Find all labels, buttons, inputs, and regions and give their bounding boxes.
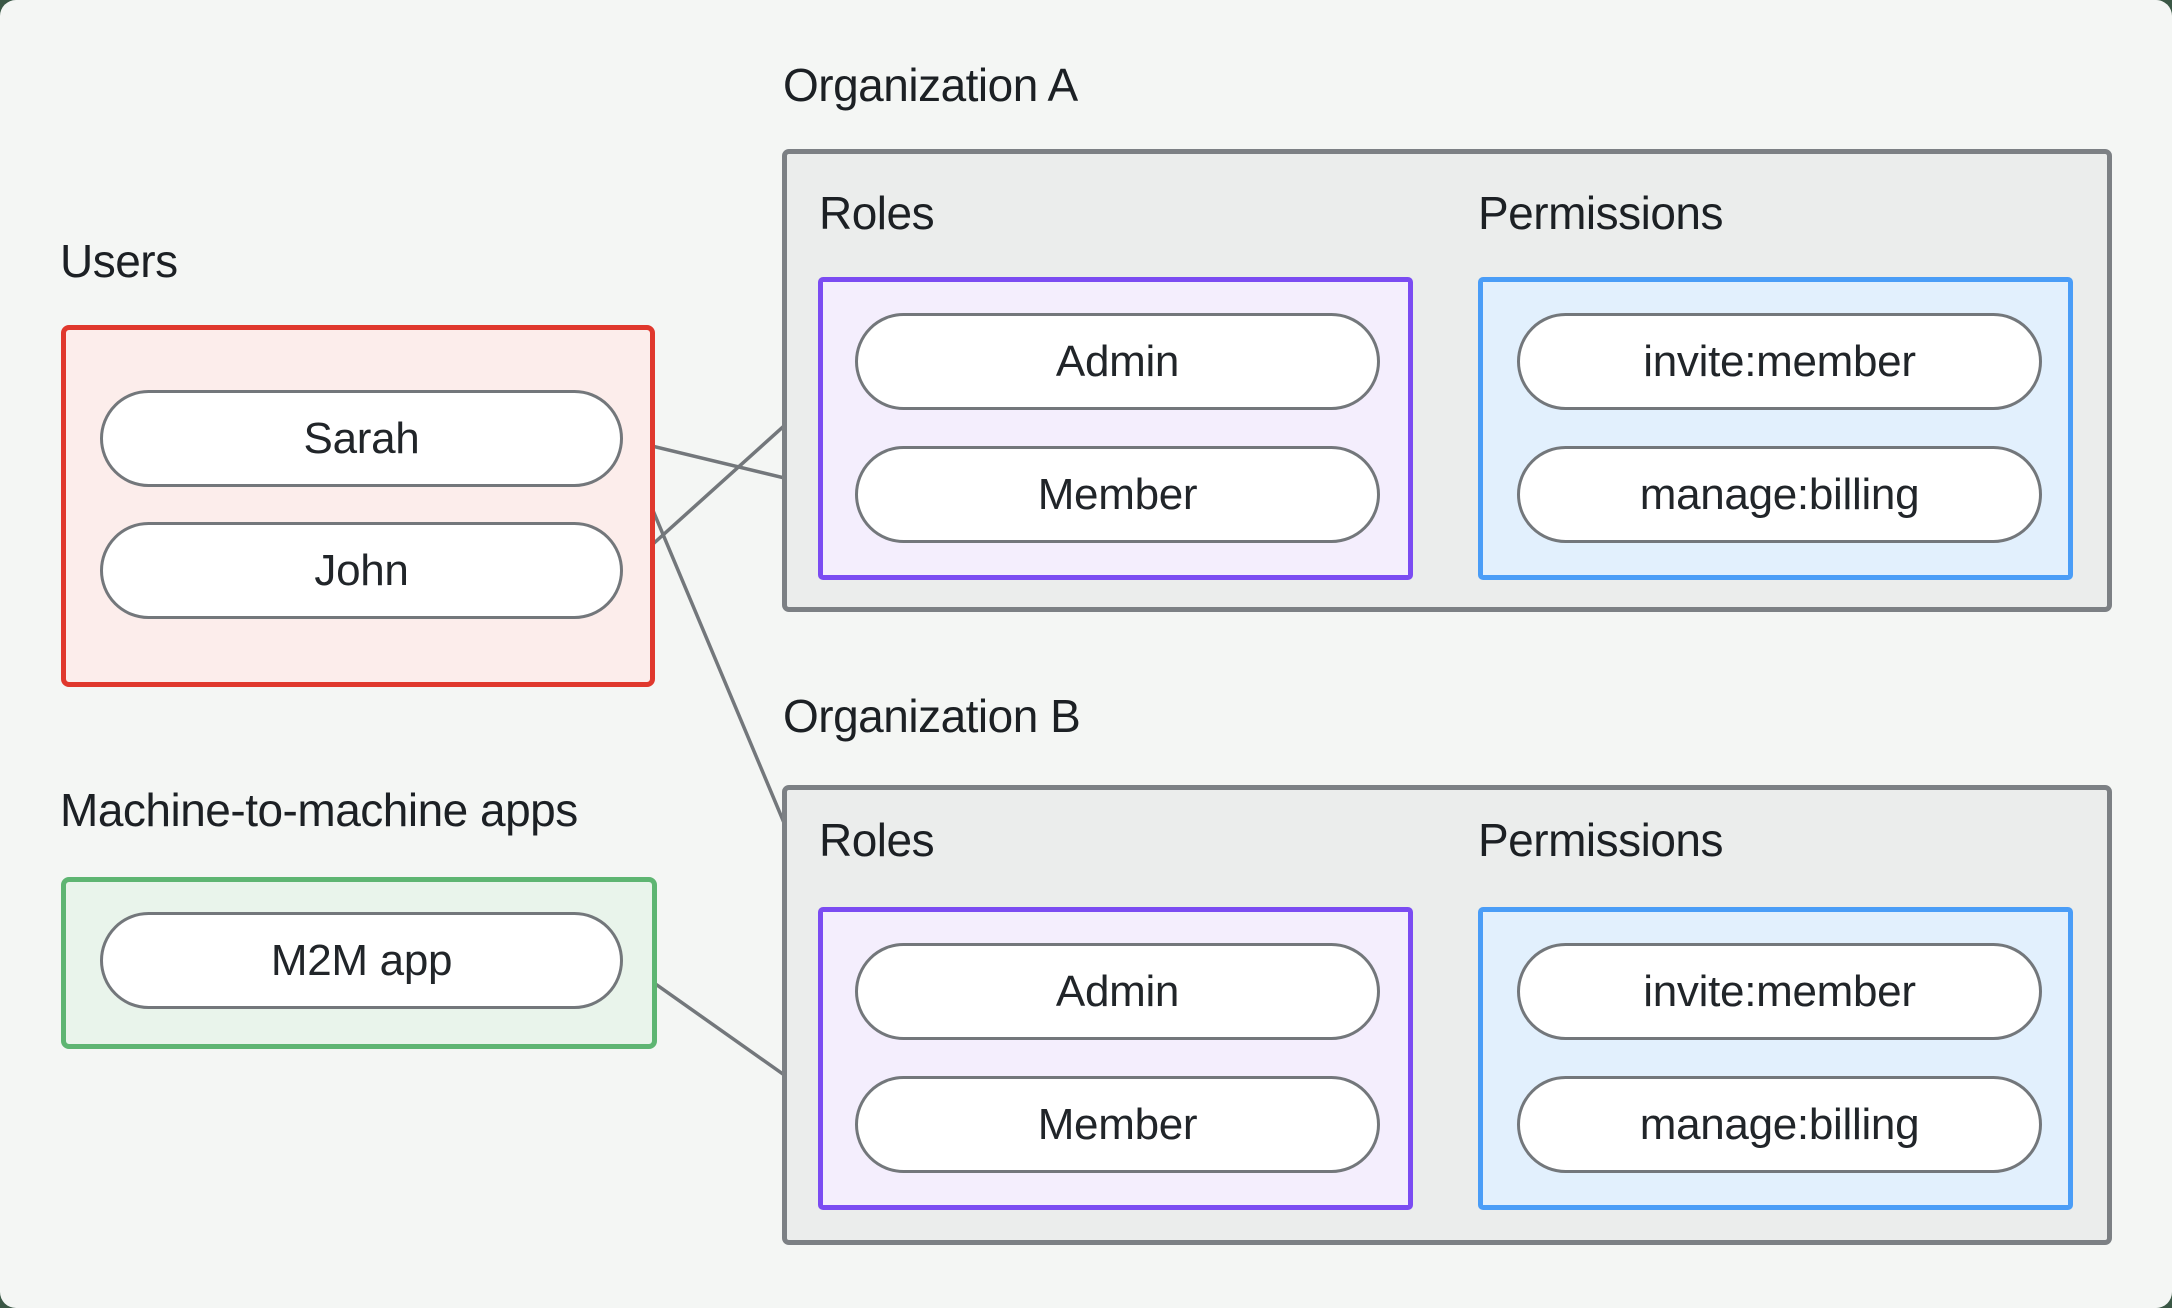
organization-a-permission-manage-billing: manage:billing bbox=[1517, 446, 2042, 543]
organization-b-role-member: Member bbox=[855, 1076, 1380, 1173]
user-node-john: John bbox=[100, 522, 623, 619]
organization-a-roles-label: Roles bbox=[819, 187, 935, 239]
user-node-sarah: Sarah bbox=[100, 390, 623, 487]
organization-b-permission-manage-billing: manage:billing bbox=[1517, 1076, 2042, 1173]
users-group-box bbox=[61, 325, 655, 687]
organization-a-title: Organization A bbox=[783, 59, 1078, 111]
organization-b-title: Organization B bbox=[783, 690, 1081, 742]
users-group-label: Users bbox=[60, 235, 178, 287]
organization-a-role-admin: Admin bbox=[855, 313, 1380, 410]
organization-b-permission-invite-member: invite:member bbox=[1517, 943, 2042, 1040]
m2m-app-node: M2M app bbox=[100, 912, 623, 1009]
organization-b-permissions-label: Permissions bbox=[1478, 814, 1724, 866]
organization-b-role-admin: Admin bbox=[855, 943, 1380, 1040]
organization-a-permissions-label: Permissions bbox=[1478, 187, 1724, 239]
organization-b-roles-label: Roles bbox=[819, 814, 935, 866]
organization-a-role-member: Member bbox=[855, 446, 1380, 543]
organization-a-permission-invite-member: invite:member bbox=[1517, 313, 2042, 410]
m2m-group-label: Machine-to-machine apps bbox=[60, 784, 578, 836]
